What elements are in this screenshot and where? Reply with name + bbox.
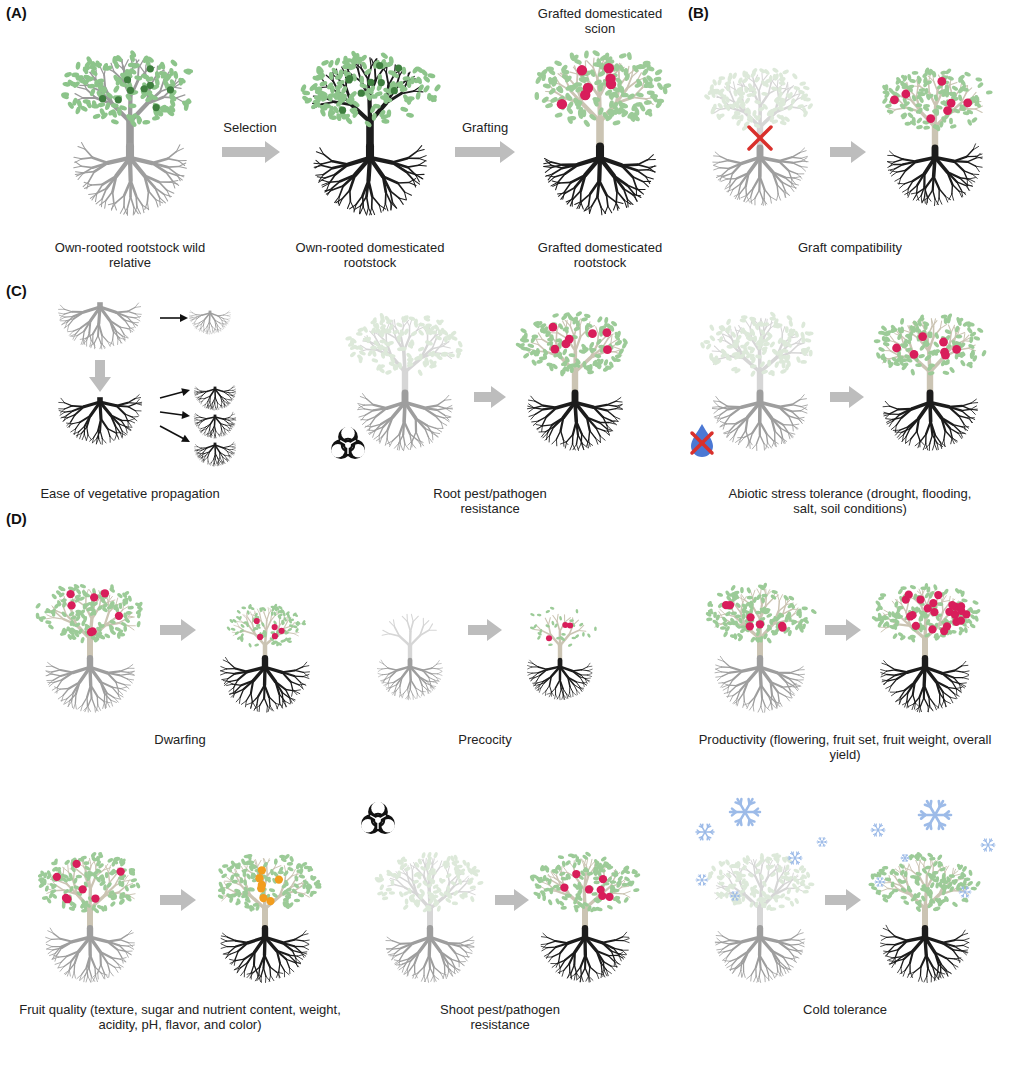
figure-page: (A)Grafted domesticated scionOwn-rooted … [0,0,1009,1073]
